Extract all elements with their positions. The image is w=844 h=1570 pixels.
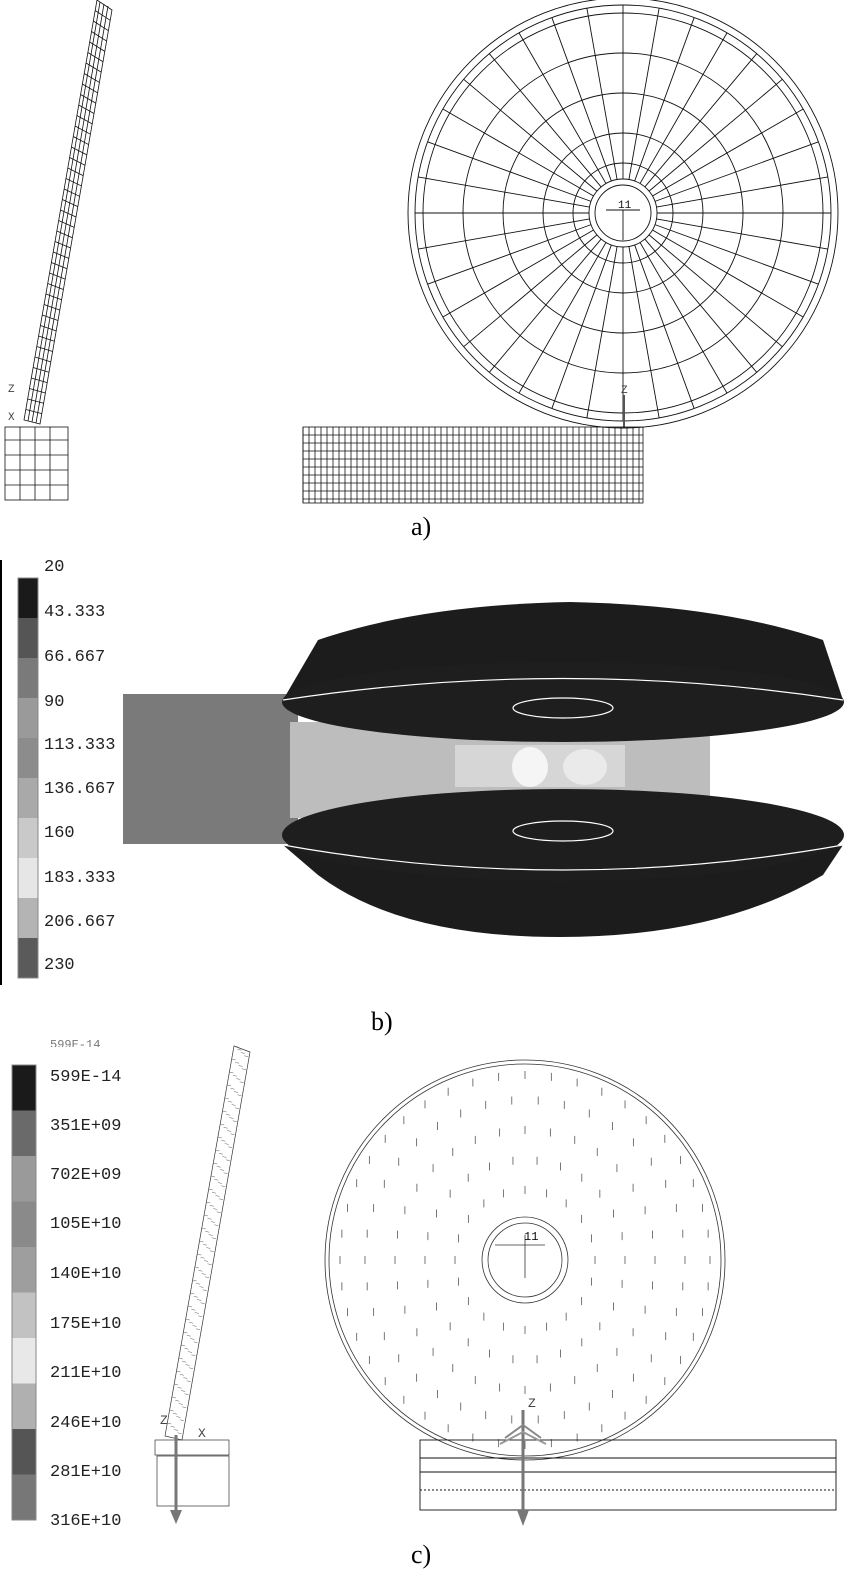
panel-a-front-z-label: Z — [621, 385, 628, 397]
panel-c-legend-label: 211E+10 — [50, 1364, 122, 1383]
panel-c: Z X 11 Z 599E-14 599E-14 — [0, 1038, 844, 1569]
panel-a-front-view-mesh — [407, 0, 839, 429]
panel-c-legend-label: 246E+10 — [50, 1414, 122, 1433]
panel-c-legend-label: 316E+10 — [50, 1512, 122, 1531]
panel-c-legend-label: 105E+10 — [50, 1215, 122, 1234]
panel-b-legend-label: 20 — [44, 558, 65, 577]
panel-c-rail-block — [419, 1439, 837, 1511]
legend-swatch — [12, 1292, 36, 1338]
legend-swatch — [12, 1383, 36, 1429]
legend-swatch — [12, 1474, 36, 1520]
panel-c-caption: c) — [411, 1540, 432, 1569]
panel-c-drawing: Z X 11 Z — [11, 1045, 837, 1526]
legend-swatch — [12, 1429, 36, 1475]
legend-swatch — [12, 1338, 36, 1384]
panel-c-legend-top-label: 599E-14 — [50, 1038, 101, 1047]
panel-a-caption: a) — [411, 512, 432, 541]
panel-b-legend-bar — [17, 577, 39, 979]
legend-swatch — [12, 1110, 36, 1156]
panel-c-side-z-label: Z — [160, 1413, 168, 1428]
panel-a: Z X 11 Z a) — [0, 0, 844, 545]
panel-b-rail-block — [123, 694, 298, 844]
panel-a-center-label: 11 — [618, 200, 632, 212]
panel-c-front-view — [324, 1059, 726, 1461]
panel-a-rail-block — [302, 426, 644, 504]
panel-c-legend-label: 140E+10 — [50, 1265, 122, 1284]
legend-swatch — [18, 818, 38, 858]
panel-b-caption: b) — [371, 1007, 393, 1036]
panel-b-legend-label: 66.667 — [44, 648, 106, 667]
legend-swatch — [18, 738, 38, 778]
panel-c-front-z-label: Z — [528, 1396, 536, 1411]
panel-a-side-view-mesh — [4, 0, 113, 501]
panel-c-side-view — [154, 1045, 251, 1524]
legend-swatch — [18, 618, 38, 658]
panel-c-center-label: 11 — [524, 1230, 538, 1244]
panel-b-legend-label: 43.333 — [44, 603, 106, 622]
panel-b: 20 43.333 66.667 90 113.333 136.667 160 … — [0, 545, 844, 1040]
panel-b-legend-label: 183.333 — [44, 869, 116, 888]
legend-swatch — [18, 698, 38, 738]
panel-c-legend-label: 281E+10 — [50, 1463, 122, 1482]
panel-c-legend-label: 702E+09 — [50, 1166, 122, 1185]
panel-c-legend-label: 175E+10 — [50, 1315, 122, 1334]
panel-a-drawing: Z X 11 Z — [4, 0, 839, 504]
legend-swatch — [12, 1065, 36, 1111]
panel-b-upper-disc — [282, 602, 844, 742]
panel-b-legend-label: 230 — [44, 956, 75, 975]
panel-c-side-x-label: X — [198, 1426, 206, 1441]
legend-swatch — [12, 1201, 36, 1247]
panel-c-load-arrows — [499, 1410, 547, 1526]
panel-c-legend-label: 599E-14 — [50, 1068, 122, 1087]
legend-swatch — [18, 658, 38, 698]
legend-swatch — [18, 938, 38, 978]
panel-c-legend-label: 351E+09 — [50, 1117, 122, 1136]
panel-b-legend-label: 160 — [44, 824, 75, 843]
panel-b-legend-label: 136.667 — [44, 780, 116, 799]
panel-b-legend-label: 90 — [44, 693, 65, 712]
legend-swatch — [18, 898, 38, 938]
panel-b-lower-disc — [282, 789, 844, 937]
panel-a-side-z-label: Z — [8, 384, 15, 396]
panel-b-hot-spot-2 — [563, 749, 607, 785]
panel-c-legend-bar — [11, 1064, 37, 1521]
panel-b-drawing — [0, 560, 844, 985]
panel-b-hot-spot — [512, 747, 548, 787]
legend-swatch — [18, 858, 38, 898]
legend-swatch — [18, 578, 38, 618]
legend-swatch — [12, 1156, 36, 1202]
panel-b-legend-label: 206.667 — [44, 913, 116, 932]
legend-swatch — [12, 1247, 36, 1293]
legend-swatch — [18, 778, 38, 818]
panel-a-side-x-label: X — [8, 412, 15, 424]
panel-b-legend-label: 113.333 — [44, 736, 116, 755]
